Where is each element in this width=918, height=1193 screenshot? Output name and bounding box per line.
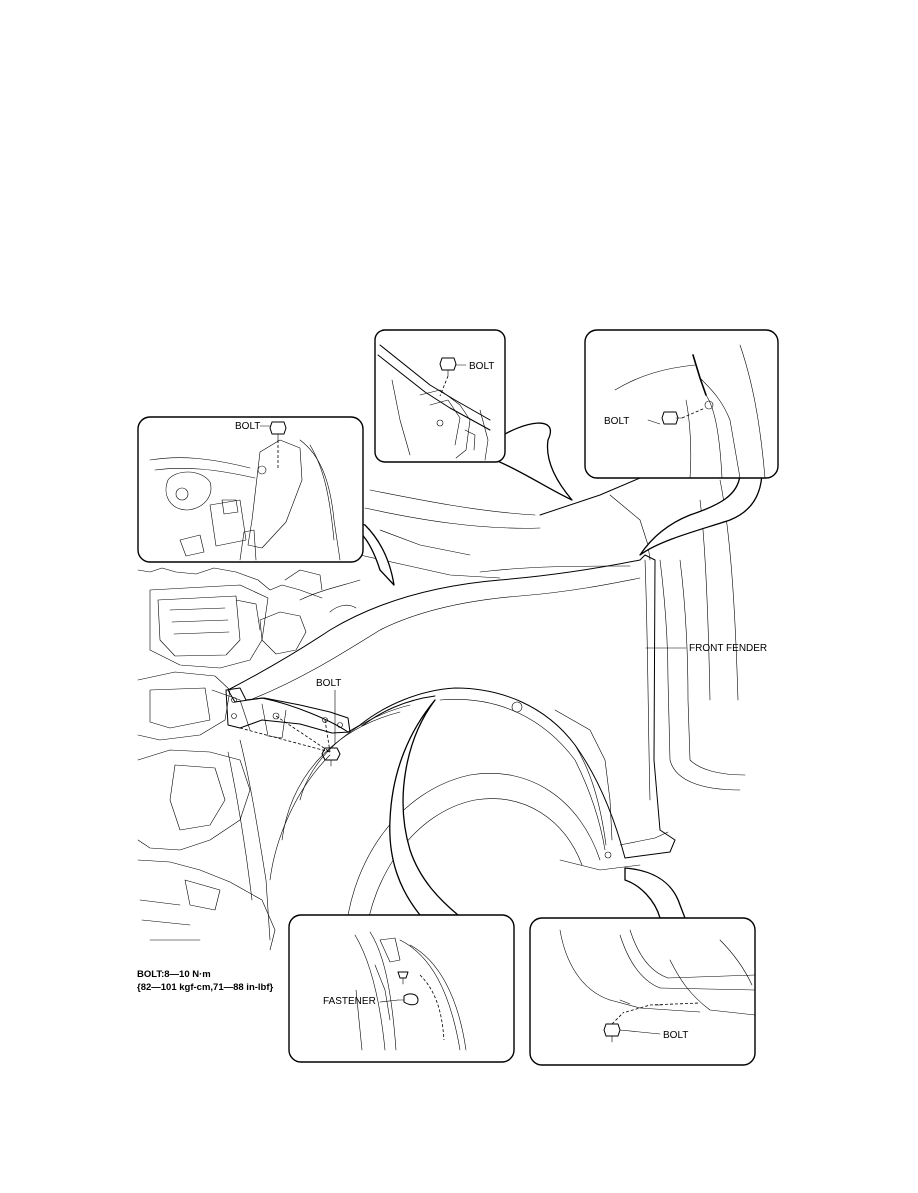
callout-bottom-center <box>288 699 515 1063</box>
front-bracket <box>225 687 351 753</box>
front-fender-label: FRONT FENDER <box>689 643 767 654</box>
engine-bay-background <box>137 567 361 951</box>
bolt-top-center-label: BOLT <box>469 361 494 372</box>
callout-top-left <box>137 416 395 586</box>
front-fender <box>227 554 676 859</box>
bolt-top-left-label: BOLT <box>235 421 260 432</box>
bolt-top-right-label: BOLT <box>604 416 629 427</box>
fastener-label: FASTENER <box>323 996 376 1007</box>
bolt-front-icon <box>321 689 341 767</box>
callout-bottom-right <box>529 867 756 1066</box>
torque-spec-line1: BOLT:8—10 N·m <box>137 969 211 980</box>
callout-top-center <box>374 329 573 501</box>
bolt-front-label: BOLT <box>316 678 341 689</box>
torque-spec-line2: {82—101 kgf-cm,71—88 in-lbf} <box>137 982 274 993</box>
bolt-bottom-right-label: BOLT <box>663 1030 688 1041</box>
callout-top-right <box>584 329 779 556</box>
